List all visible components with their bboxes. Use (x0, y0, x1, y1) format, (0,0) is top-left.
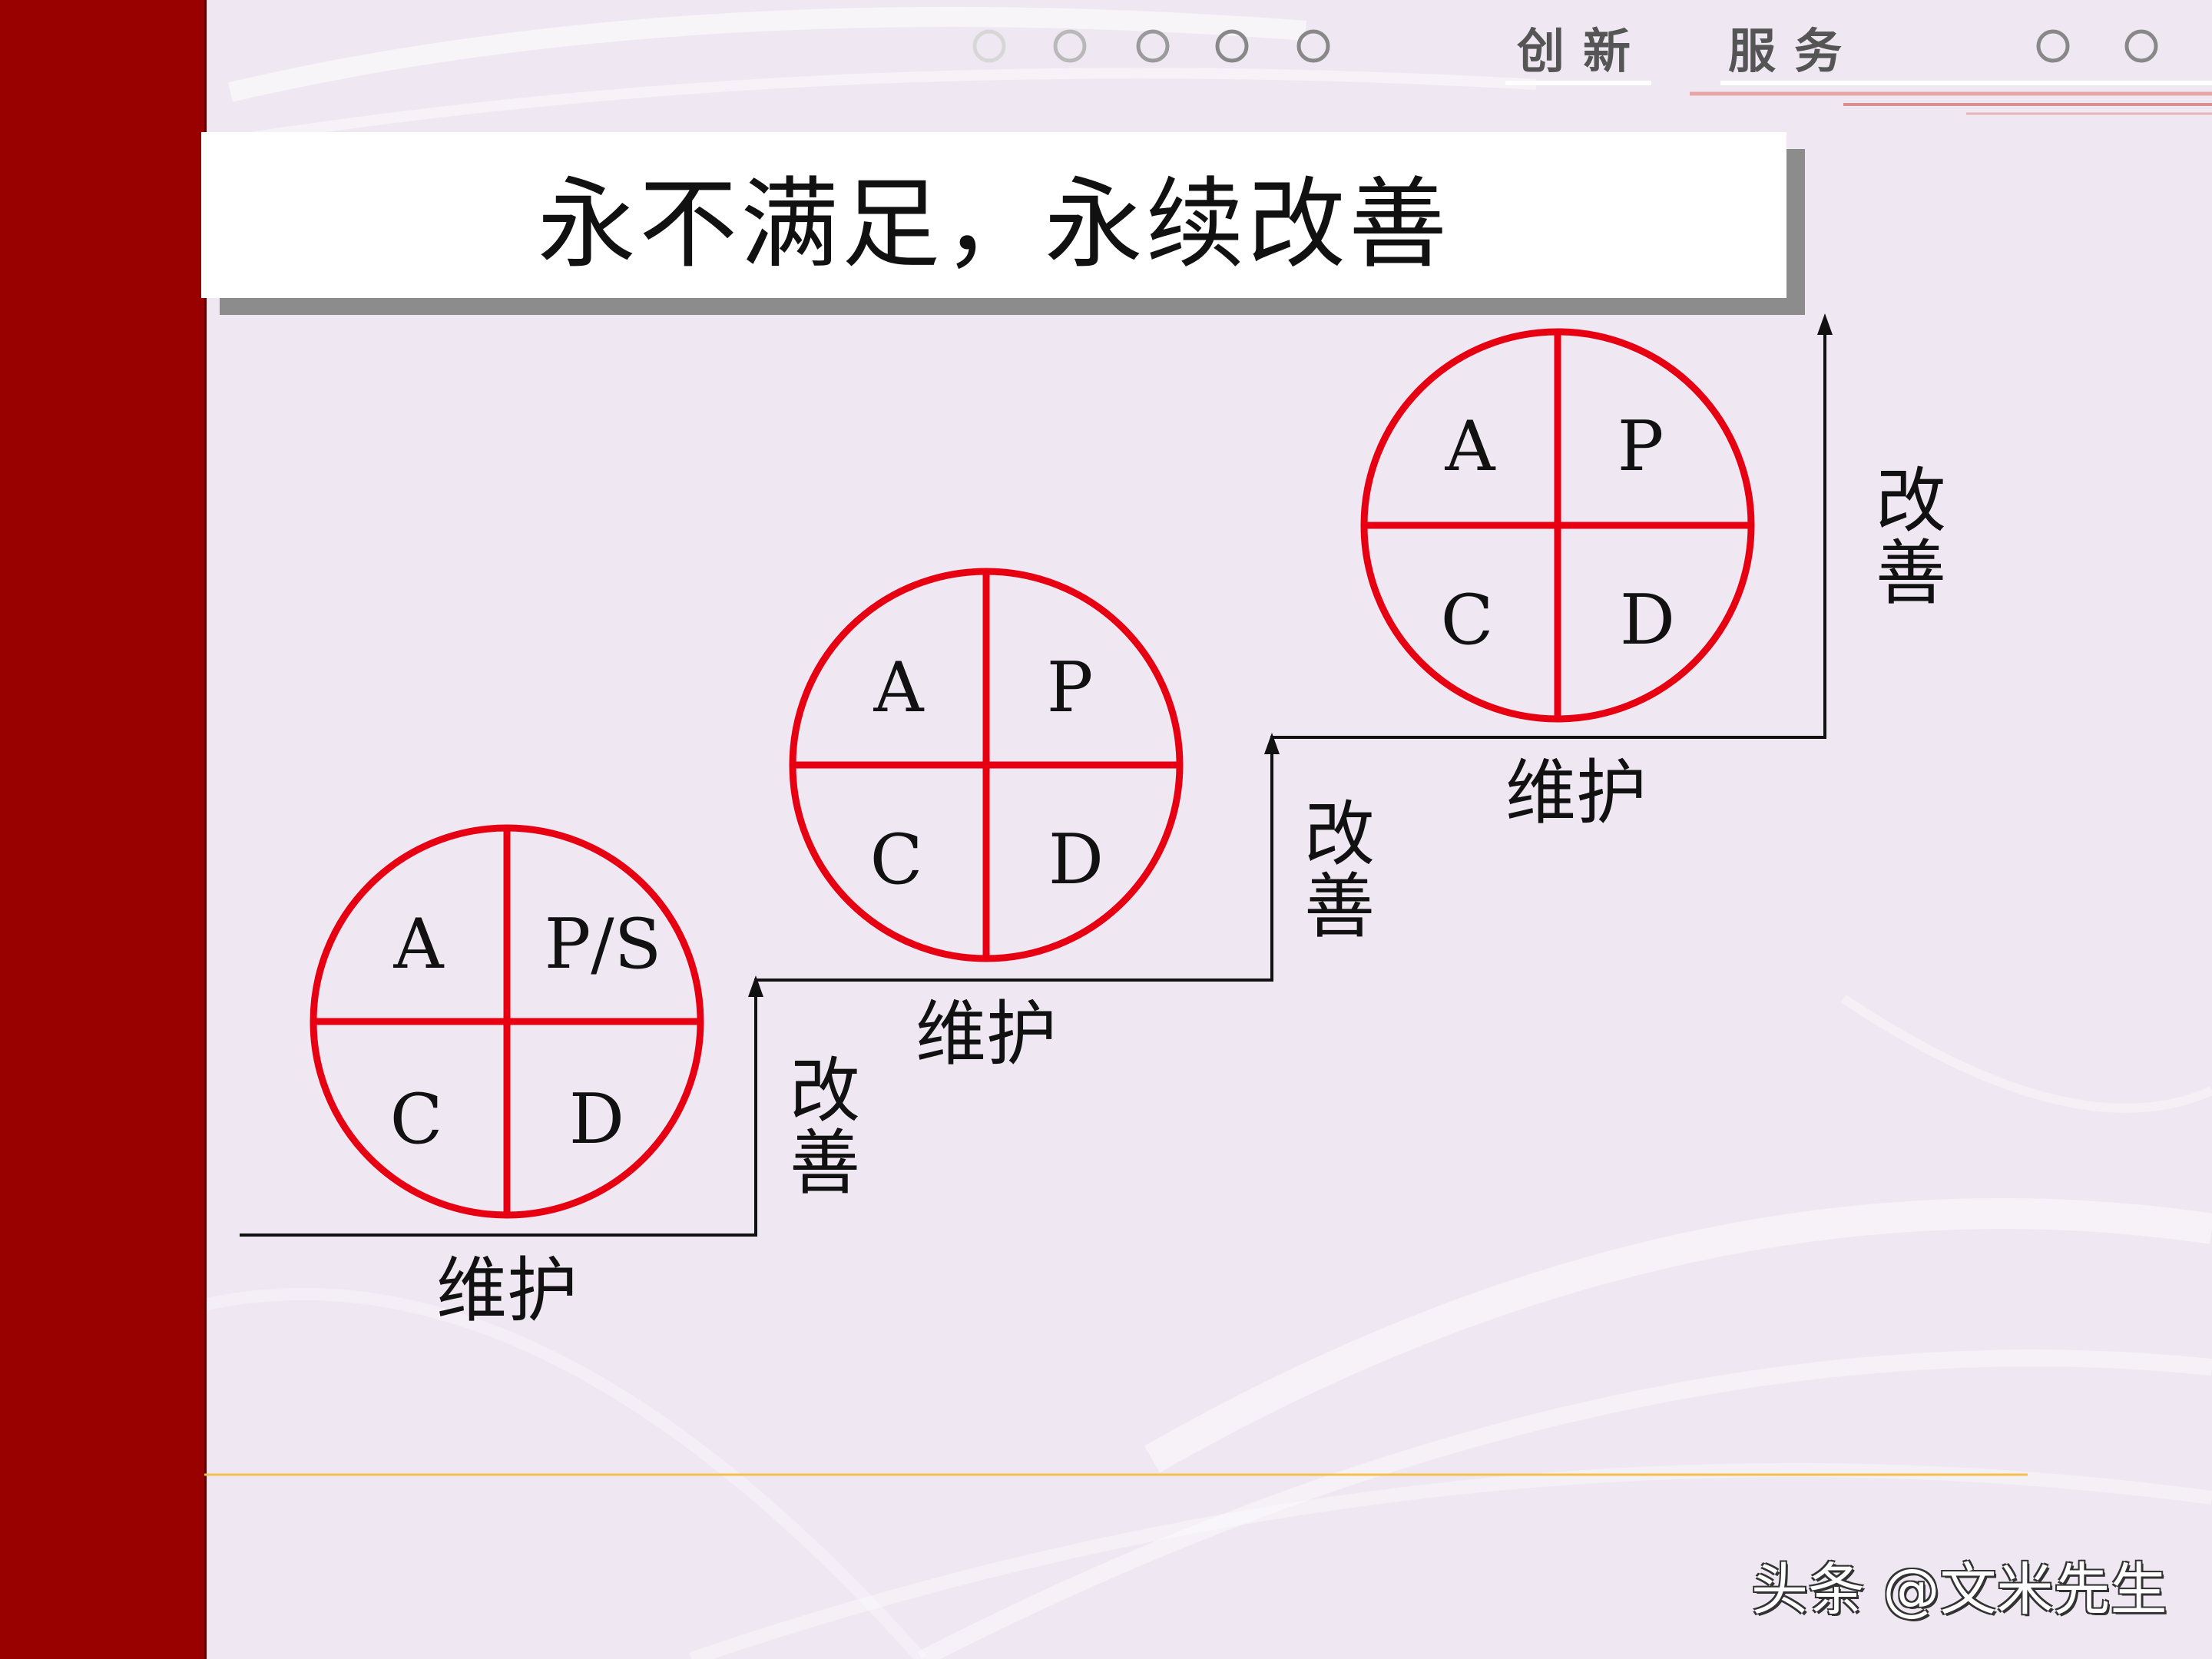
improve-label-char: 善 (1876, 532, 1946, 614)
header-dot-icon (2036, 29, 2070, 63)
quadrant-label-check: C (870, 820, 923, 900)
improve-label-char: 改 (1876, 460, 1946, 542)
header-dot-icon (2124, 29, 2158, 63)
maintain-label: 维护 (916, 993, 1057, 1075)
staircase-line (240, 323, 1826, 1237)
header-dot-icon (1053, 29, 1087, 63)
quadrant-label-do: D (1620, 580, 1675, 661)
pdca-cycle-2: A P C D 维护 改 善 (789, 568, 1375, 1075)
header-slogan-service: 服务 (1728, 23, 1861, 79)
header-dot-icon (972, 29, 1006, 63)
watermark-text: 头条 @文米先生 (1751, 1557, 2167, 1623)
header-dot-icon (1136, 29, 1170, 63)
arrow-up-icon (1817, 313, 1833, 335)
improve-label-char: 改 (1304, 793, 1375, 876)
quadrant-label-plan: P (1618, 406, 1664, 487)
title-box: 永不满足，永续改善 (201, 132, 1786, 298)
quadrant-label-check: C (1441, 580, 1494, 661)
quadrant-label-act: A (1445, 406, 1496, 487)
pdca-cycle-3: A P C D 维护 改 善 (1360, 328, 1946, 834)
quadrant-label-plan: P/S (545, 904, 662, 985)
header-slogan-innovation: 创新 (1517, 23, 1650, 79)
maintain-label: 维护 (436, 1250, 578, 1332)
improve-label-char: 改 (790, 1050, 860, 1132)
pdca-cycle-1: A P/S C D 维护 改 善 (310, 824, 860, 1332)
quadrant-label-check: C (390, 1079, 443, 1160)
quadrant-label-do: D (569, 1079, 624, 1160)
header-decoration (972, 29, 2212, 115)
maintain-label: 维护 (1505, 752, 1647, 834)
header-dot-icon (1296, 29, 1330, 63)
arrow-up-icon (1264, 733, 1280, 754)
arrow-up-icon (748, 975, 763, 997)
header-dot-icon (1215, 29, 1249, 63)
improve-label-char: 善 (1304, 866, 1375, 948)
left-sidebar-bar (0, 0, 207, 1659)
quadrant-label-act: A (393, 904, 445, 985)
quadrant-label-act: A (873, 647, 925, 728)
improve-label-char: 善 (790, 1122, 860, 1204)
quadrant-label-plan: P (1047, 647, 1094, 728)
slide-title: 永不满足，永续改善 (537, 167, 1450, 282)
quadrant-label-do: D (1048, 820, 1104, 900)
